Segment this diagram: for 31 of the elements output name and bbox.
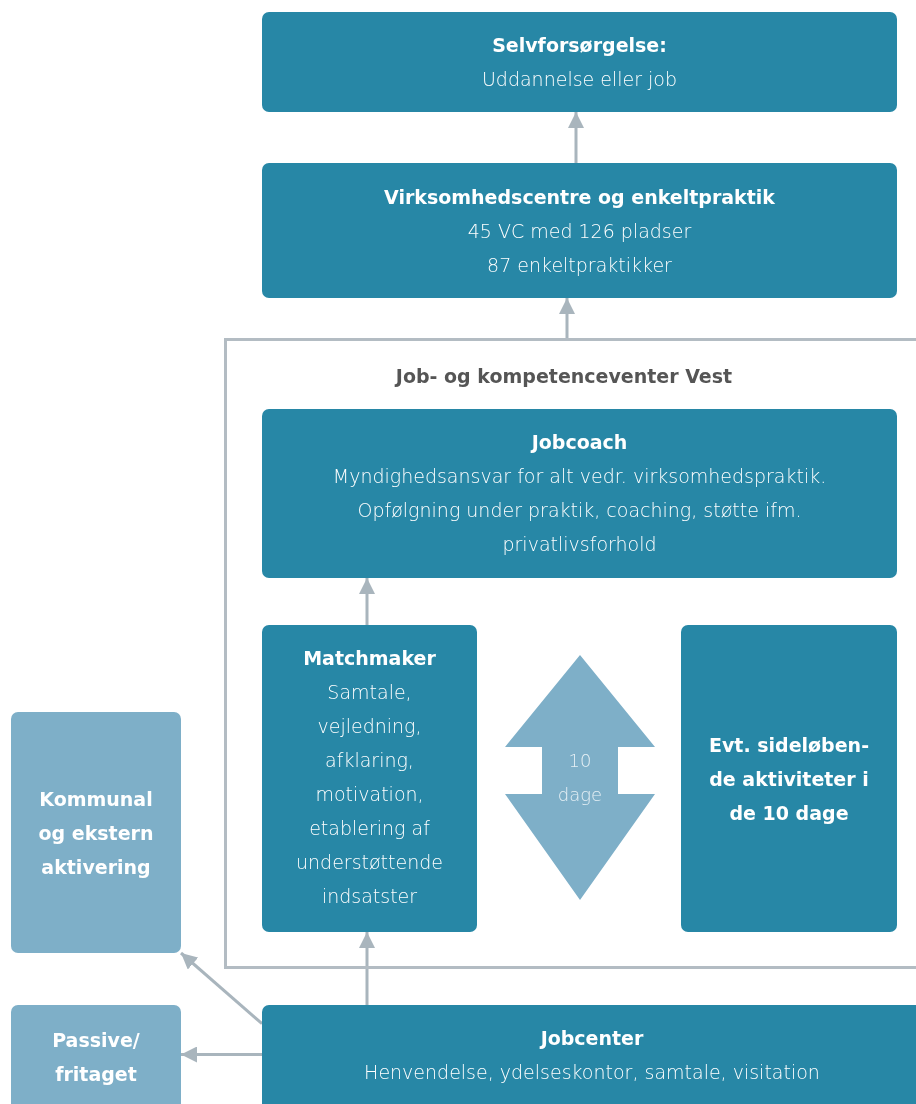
box-heading: Evt. sideløben- de aktiviteter i de 10 dage — [707, 732, 871, 826]
arrow-label: 10 dage — [556, 748, 604, 807]
arrow — [181, 1046, 262, 1063]
process-box — [11, 1005, 181, 1104]
process-box — [11, 712, 181, 953]
process-box — [262, 409, 897, 578]
box-text: Samtale, vejledning, afklaring, motivation, etablering af understøttende indsatster — [295, 680, 444, 909]
process-box — [262, 625, 477, 932]
box-text: Henvendelse, ydelseskontor, samtale, visitation — [364, 1060, 820, 1085]
arrow — [568, 112, 584, 163]
group-frame — [224, 338, 916, 969]
box-text: 45 VC med 126 pladser — [467, 218, 692, 244]
process-box — [262, 12, 897, 112]
box-text: Uddannelse eller job — [481, 67, 678, 92]
box-heading: Jobcenter — [540, 1026, 644, 1051]
box-heading: Selvforsørgelse: — [492, 33, 667, 58]
process-box — [262, 1005, 916, 1104]
box-heading: Passive/ fritaget — [51, 1028, 141, 1087]
arrow — [359, 578, 375, 625]
box-heading: Matchmaker — [303, 646, 436, 671]
box-heading: Jobcoach — [531, 430, 628, 455]
box-heading: Job- og kompetenceventer Vest — [395, 364, 733, 389]
arrow — [180, 951, 263, 1025]
arrow — [559, 298, 575, 338]
box-text: 87 enkeltpraktikker — [487, 252, 672, 278]
process-box — [262, 163, 897, 298]
box-text: Myndighedsansvar for alt vedr. virksomhedspraktik. Opfølgning under praktik, coaching, støtte ifm. privatlivsforhold — [331, 464, 828, 557]
arrow — [359, 932, 375, 1005]
process-box — [681, 625, 897, 932]
box-heading: Virksomhedscentre og enkeltpraktik — [384, 184, 775, 210]
box-heading: Kommunal og ekstern aktivering — [37, 786, 155, 880]
